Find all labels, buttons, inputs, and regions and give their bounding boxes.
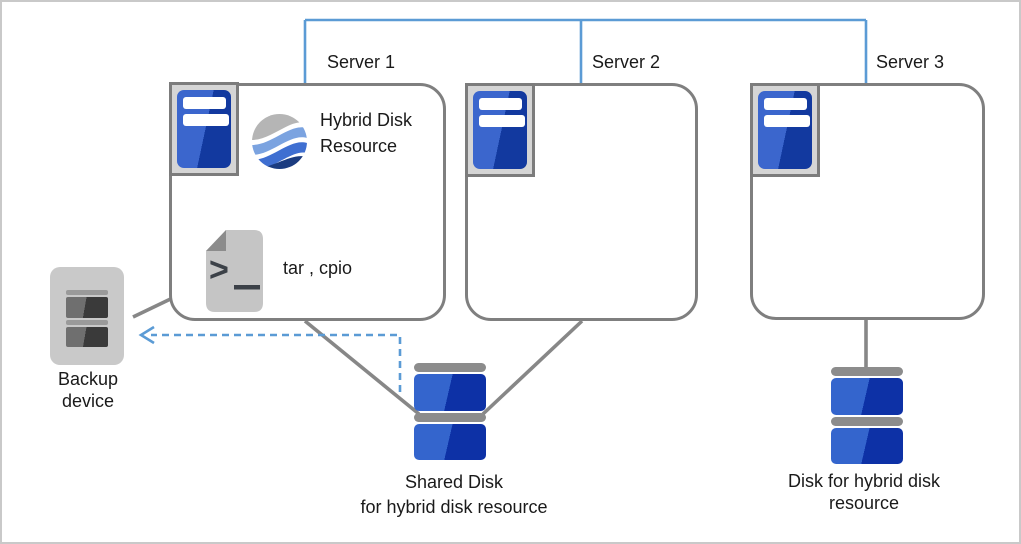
disk-cap: [831, 367, 903, 376]
hybrid-disk-label: Disk for hybrid disk resource: [787, 471, 941, 513]
shared-disk-label-line1: Shared Disk: [404, 472, 504, 492]
server-icon: [750, 83, 820, 177]
server2-label: Server 2: [592, 52, 661, 72]
script-file-icon: >: [206, 230, 263, 312]
server3-label: Server 3: [876, 52, 945, 72]
backup-flow-arrow: [138, 325, 402, 392]
server3-box: [750, 83, 985, 320]
server2-box: [465, 83, 698, 321]
shared-disk-icon: [414, 363, 486, 462]
server-icon-slot: [764, 98, 807, 110]
backup-device-slot: [66, 320, 108, 325]
server-icon-slot: [183, 97, 226, 109]
backup-device-icon: [50, 267, 124, 365]
server-icon-slot: [764, 115, 810, 127]
hybrid-disk-resource-label: Hybrid Disk Resource: [320, 110, 413, 156]
disk-platter: [831, 428, 903, 464]
shared-disk-label-line2: for hybrid disk resource: [360, 497, 548, 517]
disk-cap: [831, 417, 903, 426]
server-icon: [169, 82, 239, 176]
hybrid-disk-resource-globe-icon: [252, 114, 307, 169]
disk-platter: [414, 424, 486, 460]
backup-device-label: Backup device: [57, 369, 119, 411]
server-icon: [465, 83, 535, 177]
server-icon-slot: [479, 98, 522, 110]
disk-cap: [414, 413, 486, 422]
server1-label: Server 1: [327, 52, 396, 72]
backup-device-drive: [66, 297, 108, 318]
server-icon-slot: [479, 115, 525, 127]
hybrid-disk-icon: [831, 367, 903, 466]
backup-device-slot: [66, 290, 108, 295]
disk-cap: [414, 363, 486, 372]
disk-platter: [414, 374, 486, 411]
interconnect-line: [303, 18, 868, 83]
backup-device-drive: [66, 327, 108, 347]
server-icon-slot: [183, 114, 229, 126]
svg-text:>: >: [209, 251, 229, 289]
disk-platter: [831, 378, 903, 415]
shared-disk-label: Shared Disk for hybrid disk resource: [334, 470, 574, 520]
backup-commands-label: tar , cpio: [283, 258, 353, 278]
